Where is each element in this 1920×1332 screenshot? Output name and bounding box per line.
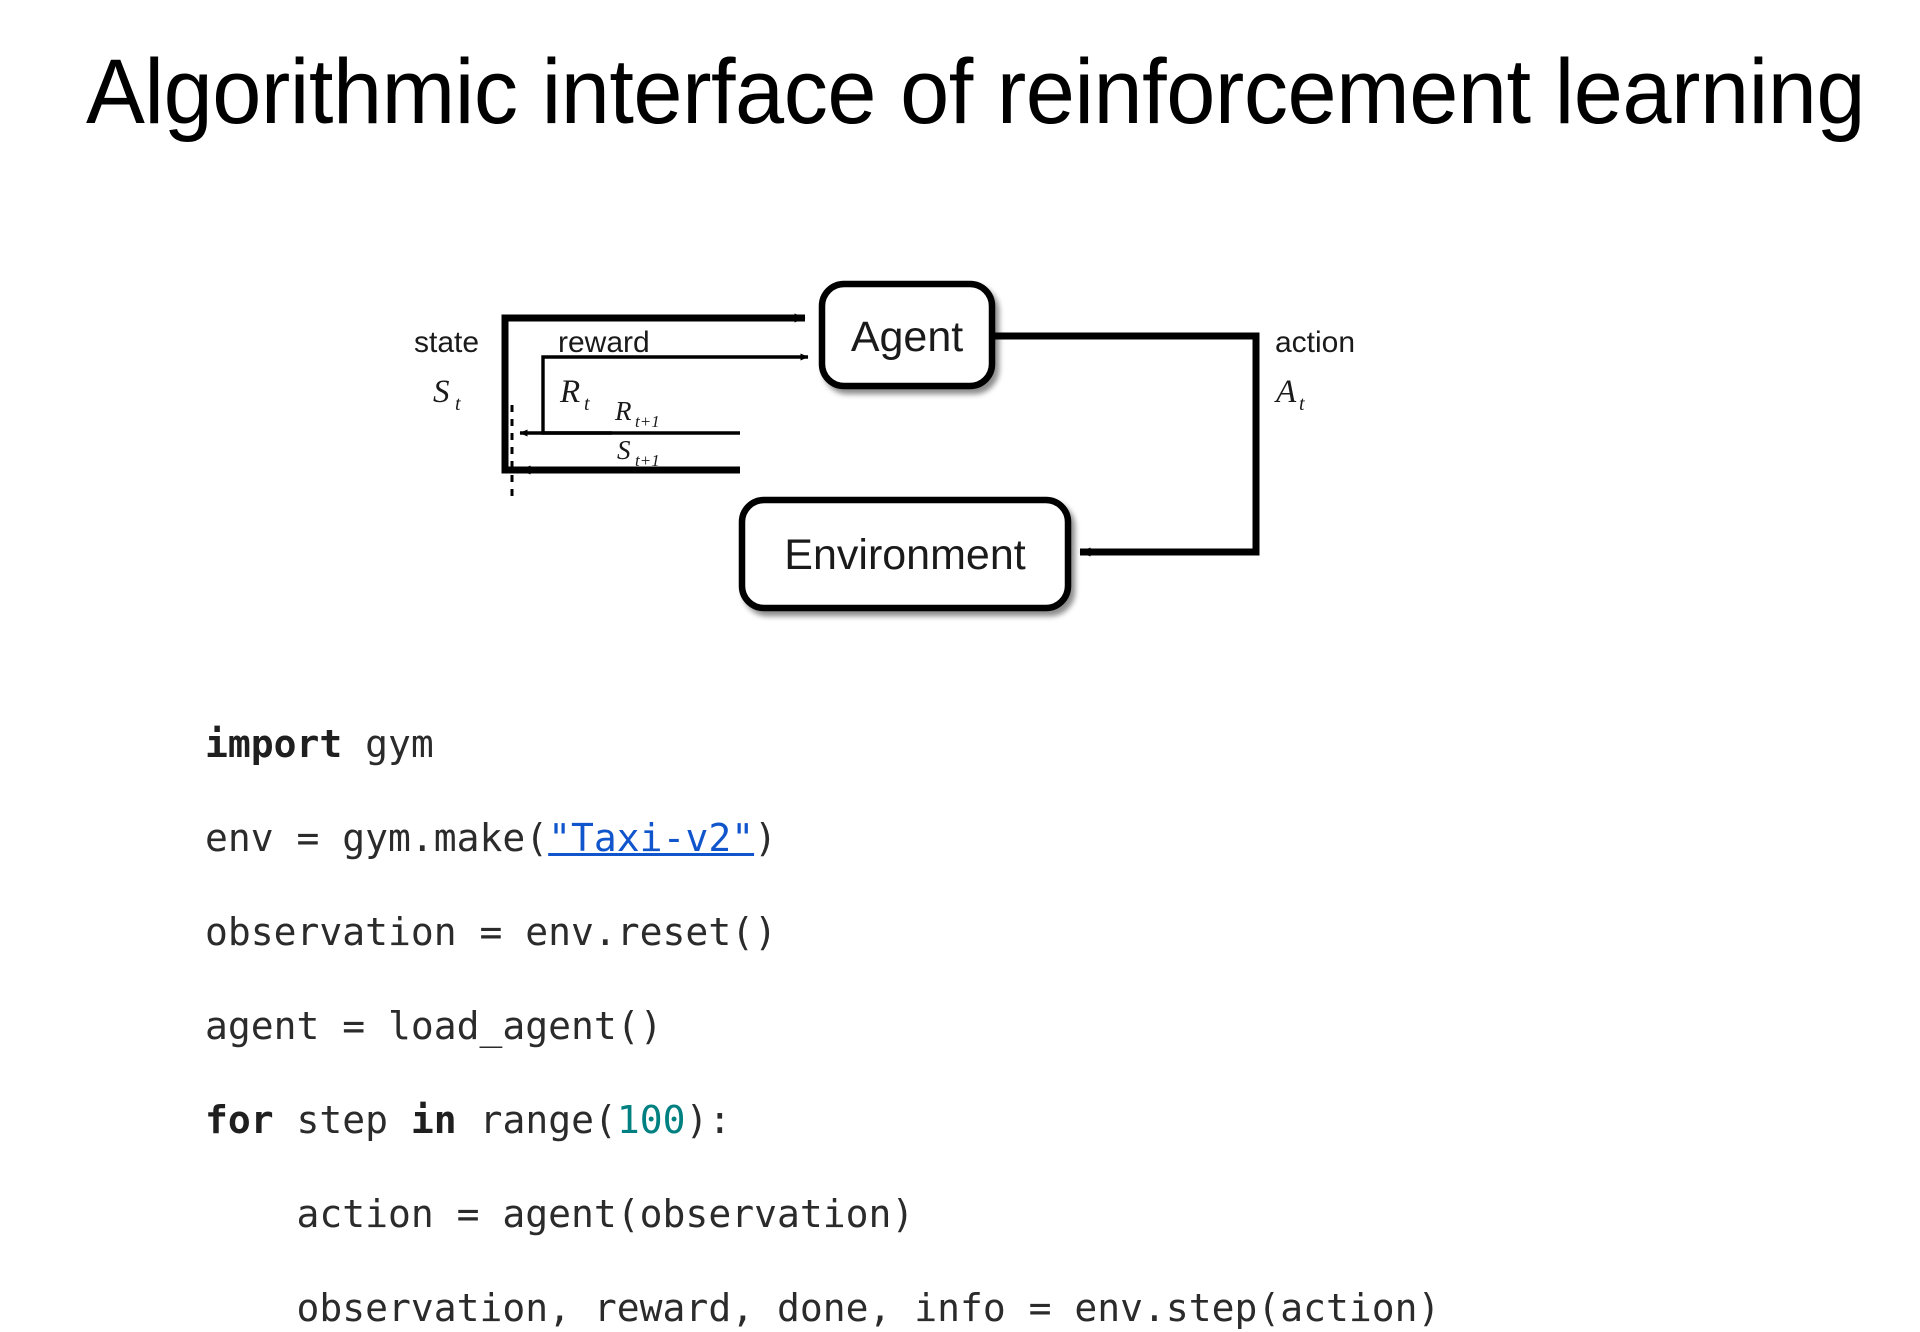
agent-label: Agent [851, 313, 963, 361]
state-label: state [414, 326, 479, 359]
reward-label: reward [558, 326, 650, 359]
code-text: observation = env.reset() [205, 910, 777, 954]
action-symbol-group: A t [1274, 374, 1305, 415]
code-block: import gym env = gym.make("Taxi-v2") obs… [205, 721, 1440, 1332]
agent-box [818, 280, 996, 390]
code-text: agent = load_agent() [205, 1004, 663, 1048]
code-line: action = agent(observation) [205, 1191, 1440, 1238]
next-reward-subscript: t+1 [635, 412, 660, 431]
state-symbol-group: S t [433, 374, 461, 415]
agent-node: Agent [818, 280, 996, 390]
code-line: import gym [205, 721, 1440, 768]
reinforcement-learning-diagram: Agent Environment state S t reward R t a… [414, 230, 1490, 650]
code-text: range( [456, 1098, 617, 1142]
env-id-link[interactable]: "Taxi-v2" [548, 816, 755, 860]
next-reward-symbol: R [614, 396, 632, 426]
code-text: ): [685, 1098, 732, 1142]
next-state-symbol: S [617, 435, 631, 465]
code-line: observation = env.reset() [205, 909, 1440, 956]
code-text: env = gym.make( [205, 816, 549, 860]
reward-symbol-group: R t [559, 374, 590, 415]
next-reward-symbol-group: R t+1 [614, 396, 660, 431]
code-keyword: import [205, 722, 343, 766]
action-subscript: t [1299, 393, 1305, 415]
code-number: 100 [616, 1098, 686, 1142]
slide-canvas: Algorithmic interface of reinforcement l… [86, 41, 1866, 1330]
code-line: for step in range(100): [205, 1097, 1440, 1144]
environment-node: Environment [738, 496, 1072, 612]
page-title: Algorithmic interface of reinforcement l… [86, 41, 1866, 143]
reward-feedback-path [541, 353, 809, 435]
code-keyword: for [205, 1098, 274, 1142]
code-text: ) [754, 816, 777, 860]
action-symbol: A [1274, 374, 1297, 410]
state-symbol: S [433, 374, 450, 410]
action-path [992, 332, 1260, 557]
next-state-subscript: t+1 [635, 451, 660, 470]
code-line: observation, reward, done, info = env.st… [205, 1285, 1441, 1332]
code-text: gym [342, 722, 434, 766]
code-line: agent = load_agent() [205, 1003, 1440, 1050]
next-state-symbol-group: S t+1 [617, 435, 660, 470]
reward-symbol: R [559, 374, 580, 410]
reward-subscript: t [584, 393, 590, 415]
code-text: observation, reward, done, info = env.st… [205, 1286, 1441, 1330]
code-text: step [273, 1098, 411, 1142]
code-keyword: in [410, 1098, 457, 1142]
action-label: action [1275, 326, 1355, 359]
code-text: action = agent(observation) [205, 1192, 915, 1236]
environment-box [738, 496, 1072, 612]
environment-label: Environment [784, 531, 1025, 579]
state-subscript: t [455, 393, 461, 415]
code-line: env = gym.make("Taxi-v2") [205, 815, 1440, 862]
state-feedback-path [501, 313, 806, 474]
